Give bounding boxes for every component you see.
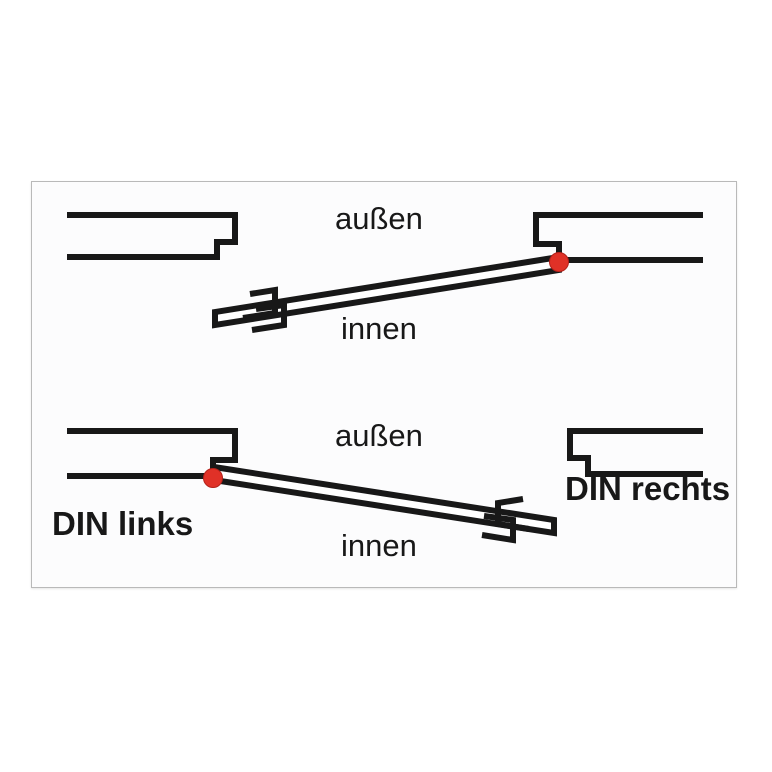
bottom-door-handle xyxy=(481,496,530,544)
label-din-links: DIN links xyxy=(52,505,194,542)
handle-upper-bar-top xyxy=(242,286,278,321)
hinge-pivot-dot-top xyxy=(549,252,569,272)
door-handing-drawing xyxy=(67,212,703,544)
bottom-right-wall-section xyxy=(567,428,703,477)
wall-profile-top-right xyxy=(533,212,703,263)
top-right-wall-section xyxy=(533,212,703,263)
label-din-rechts: DIN rechts xyxy=(565,470,731,507)
bottom-left-wall-section xyxy=(67,428,238,479)
wall-profile-bottom-right xyxy=(567,428,703,477)
label-innen-top: innen xyxy=(341,311,417,346)
label-aussen-top: außen xyxy=(335,201,423,236)
handle-lower-bar-top xyxy=(251,301,287,333)
top-diagram-din-rechts xyxy=(67,212,703,333)
top-door-handle xyxy=(242,286,287,333)
hinge-pivot-dot-bottom xyxy=(203,468,223,488)
top-left-wall-section xyxy=(67,212,238,260)
handle-lower-bar-bottom xyxy=(481,513,516,544)
label-aussen-bottom: außen xyxy=(335,418,423,453)
label-innen-bottom: innen xyxy=(341,528,417,563)
diagram-frame: außen innen DIN rechts außen innen DIN l… xyxy=(31,181,737,588)
wall-profile-bottom-left xyxy=(67,428,238,479)
bottom-diagram-din-links xyxy=(67,428,703,544)
wall-profile-top-left xyxy=(67,212,238,260)
